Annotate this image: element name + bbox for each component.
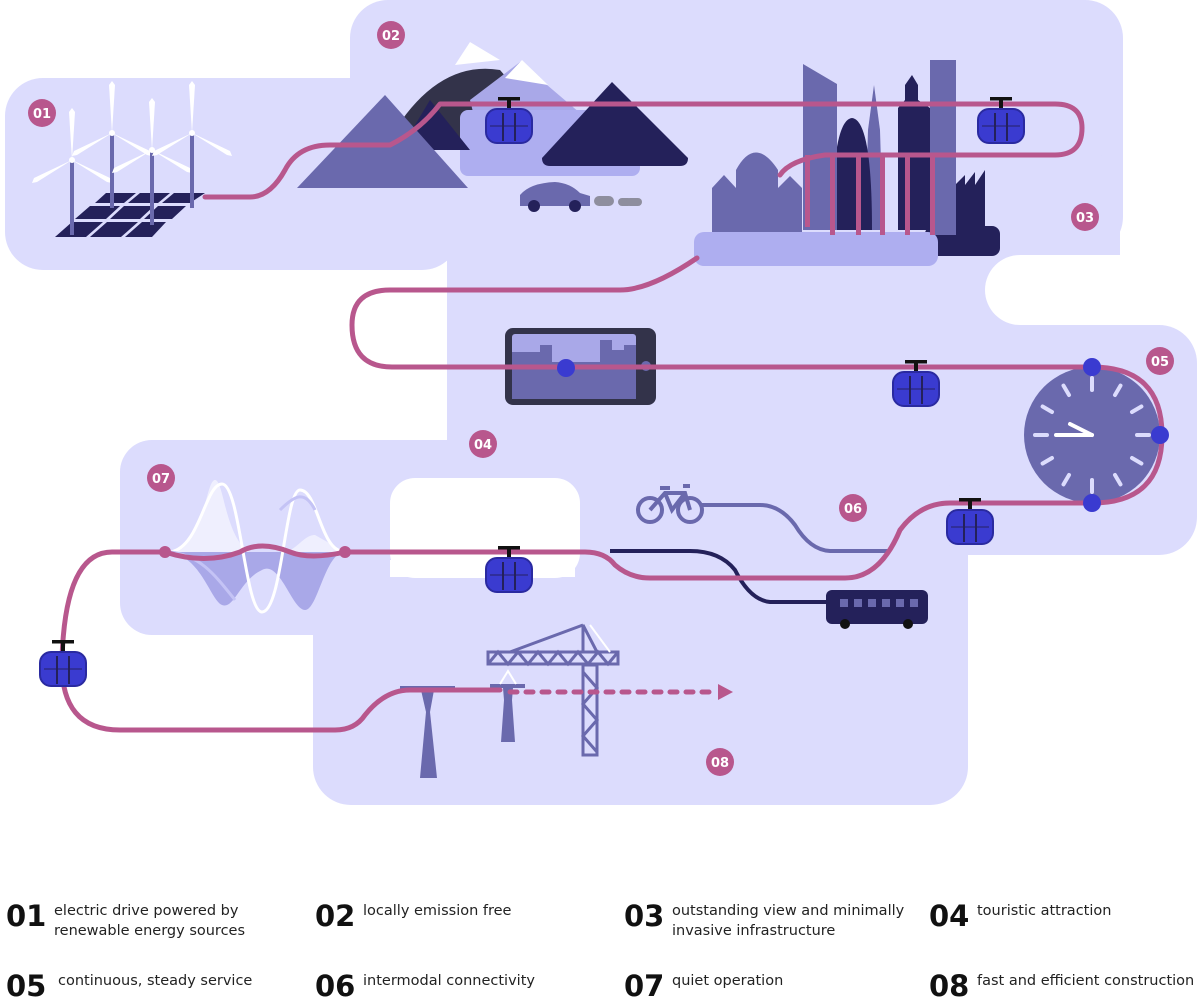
- crane-icon: [486, 623, 620, 757]
- legend-number: 08: [929, 969, 970, 1003]
- badge-04: 04: [469, 430, 497, 458]
- city-skyline: [694, 60, 1000, 266]
- legend-text: touristic attraction: [977, 903, 1112, 919]
- legend-text: locally emission free: [363, 903, 512, 919]
- cable-nodes: [557, 358, 1169, 512]
- legend-number: 04: [929, 899, 970, 933]
- badge-05: 05: [1146, 347, 1174, 375]
- svg-text:04: 04: [474, 438, 492, 453]
- legend-number: 03: [624, 899, 665, 933]
- legend: 01 electric drive powered by renewable e…: [0, 890, 1200, 1002]
- bus-icon: [826, 590, 928, 629]
- wave-nodes: [159, 546, 351, 558]
- badge-07: 07: [147, 464, 175, 492]
- legend-text: continuous, steady service: [58, 973, 253, 989]
- legend-number: 07: [624, 969, 665, 1003]
- legend-number: 05: [6, 969, 47, 1003]
- badge-01: 01: [28, 99, 56, 127]
- svg-text:07: 07: [152, 472, 170, 487]
- intermodal-lines: [610, 503, 890, 604]
- cable-car-illustration: 01 02 03 04 05 06 07 08: [5, 0, 1197, 805]
- construction-pylons: [400, 669, 525, 778]
- legend-number: 02: [315, 899, 356, 933]
- gondola-icon: [39, 639, 87, 687]
- legend-text: quiet operation: [672, 973, 784, 989]
- legend-text: electric drive powered by renewable ener…: [54, 903, 246, 939]
- number-badges: 01 02 03 04 05 06 07 08: [28, 21, 1174, 776]
- legend-number: 06: [315, 969, 356, 1003]
- legend-text: outstanding view and minimally invasive …: [672, 903, 905, 939]
- svg-text:06: 06: [844, 502, 862, 517]
- badge-08: 08: [706, 748, 734, 776]
- svg-text:05: 05: [1151, 355, 1169, 370]
- svg-text:08: 08: [711, 756, 729, 771]
- clock-icon: [1024, 367, 1160, 503]
- badge-03: 03: [1071, 203, 1099, 231]
- city-cable-pillars: [805, 155, 935, 235]
- badge-06: 06: [839, 494, 867, 522]
- svg-text:01: 01: [33, 107, 51, 122]
- cable-arrow-icon: [718, 684, 733, 700]
- svg-text:02: 02: [382, 29, 400, 44]
- svg-text:03: 03: [1076, 211, 1094, 226]
- legend-text: intermodal connectivity: [363, 973, 535, 989]
- badge-02: 02: [377, 21, 405, 49]
- bicycle-icon: [636, 484, 704, 524]
- legend-number: 01: [6, 899, 47, 933]
- legend-text: fast and efficient construction: [977, 973, 1195, 989]
- solar-panels: [55, 193, 205, 237]
